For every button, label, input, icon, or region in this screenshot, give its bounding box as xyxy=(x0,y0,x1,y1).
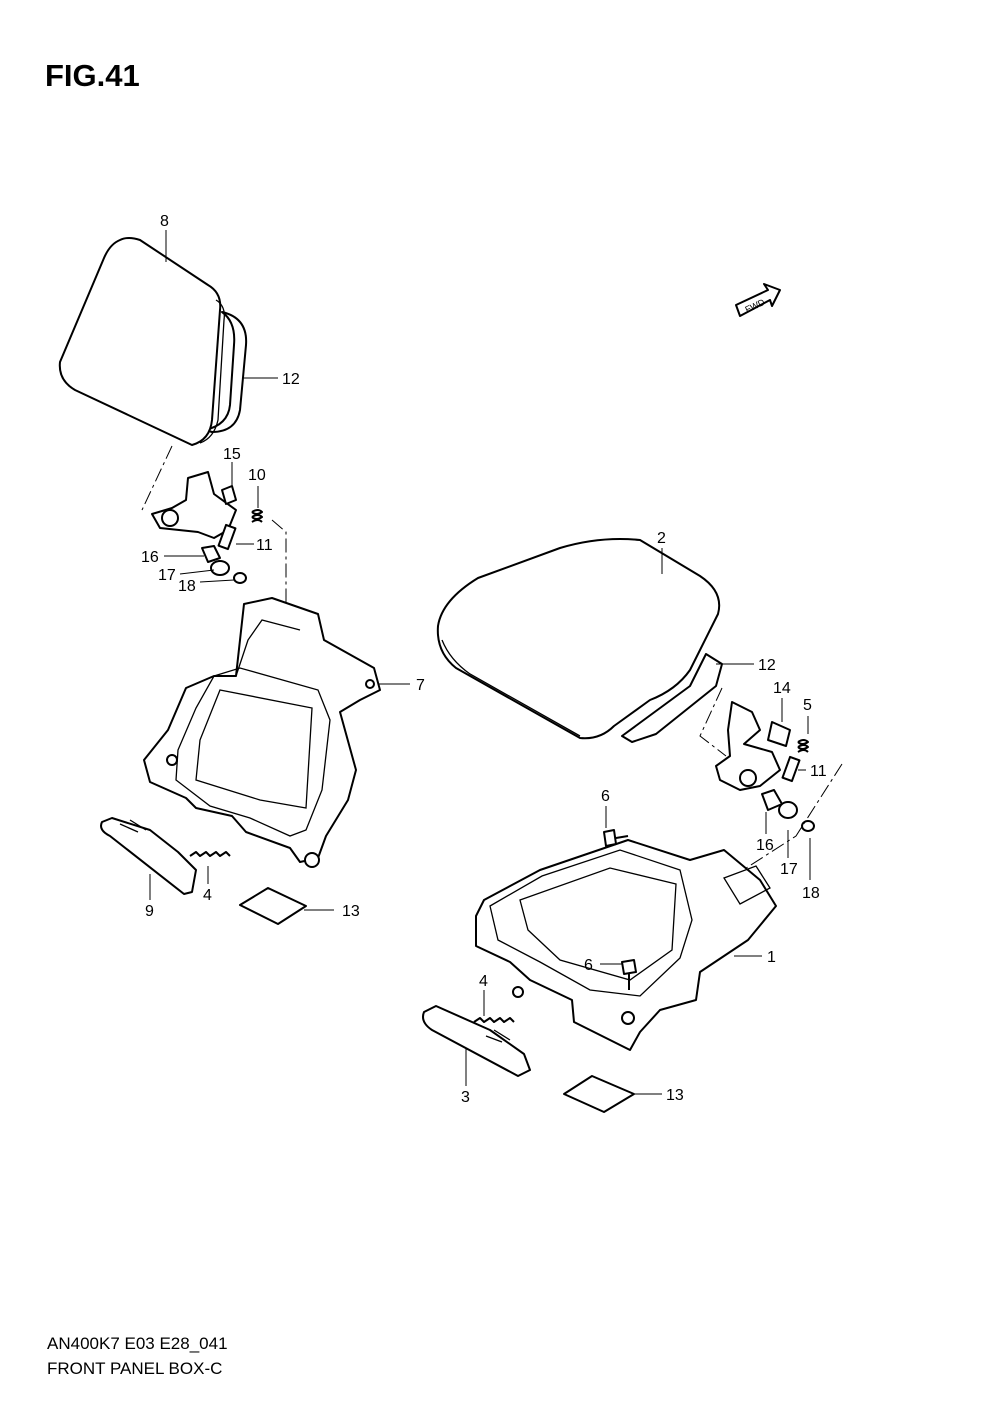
callout-11-left: 11 xyxy=(256,537,273,554)
part-6-screw-mid xyxy=(621,959,637,990)
callout-13-left: 13 xyxy=(342,903,360,920)
callout-4-right: 4 xyxy=(479,973,488,990)
part-4-spring-right xyxy=(473,1017,515,1023)
callout-2: 2 xyxy=(657,530,666,547)
callout-4-left: 4 xyxy=(203,887,212,904)
part-1-box xyxy=(475,839,777,1051)
callout-6-top: 6 xyxy=(601,788,610,805)
leader-lines xyxy=(149,230,811,1095)
part-3-lock xyxy=(422,1005,531,1077)
callout-16-left: 16 xyxy=(141,549,159,566)
callout-3: 3 xyxy=(461,1089,470,1106)
callout-12-right: 12 xyxy=(758,657,776,674)
part-6-screw-top xyxy=(603,829,629,847)
callout-8: 8 xyxy=(160,213,169,230)
callout-17-left: 17 xyxy=(158,567,176,584)
part-8-lid xyxy=(58,237,222,446)
callout-5: 5 xyxy=(803,697,812,714)
hinge-assembly-left xyxy=(151,471,263,584)
part-4-spring-left xyxy=(189,851,231,857)
callout-7: 7 xyxy=(416,677,425,694)
callout-12-left: 12 xyxy=(282,371,300,388)
section-name: FRONT PANEL BOX-C xyxy=(47,1359,223,1378)
part-7-box xyxy=(143,597,381,863)
callout-18-left: 18 xyxy=(178,578,196,595)
callout-10: 10 xyxy=(248,467,266,484)
callout-1: 1 xyxy=(767,949,776,966)
callout-17-right: 17 xyxy=(780,861,798,878)
part-13-pad-left xyxy=(239,887,307,925)
figure-title: FIG.41 xyxy=(45,58,140,93)
fwd-arrow-icon: FWD xyxy=(735,283,781,317)
callout-16-right: 16 xyxy=(756,837,774,854)
part-2-lid xyxy=(436,538,721,740)
part-9-lock xyxy=(100,817,197,895)
hinge-assembly-right xyxy=(715,701,815,832)
callout-18-right: 18 xyxy=(802,885,820,902)
callout-11-right: 11 xyxy=(810,763,827,780)
part-13-pad-right xyxy=(563,1075,635,1113)
callout-6-mid: 6 xyxy=(584,957,593,974)
model-code: AN400K7 E03 E28_041 xyxy=(47,1334,228,1353)
part-12-seal-right xyxy=(621,653,723,743)
callout-15: 15 xyxy=(223,446,241,463)
callout-13-right: 13 xyxy=(666,1087,684,1104)
callout-14: 14 xyxy=(773,680,791,697)
callout-9: 9 xyxy=(145,903,154,920)
